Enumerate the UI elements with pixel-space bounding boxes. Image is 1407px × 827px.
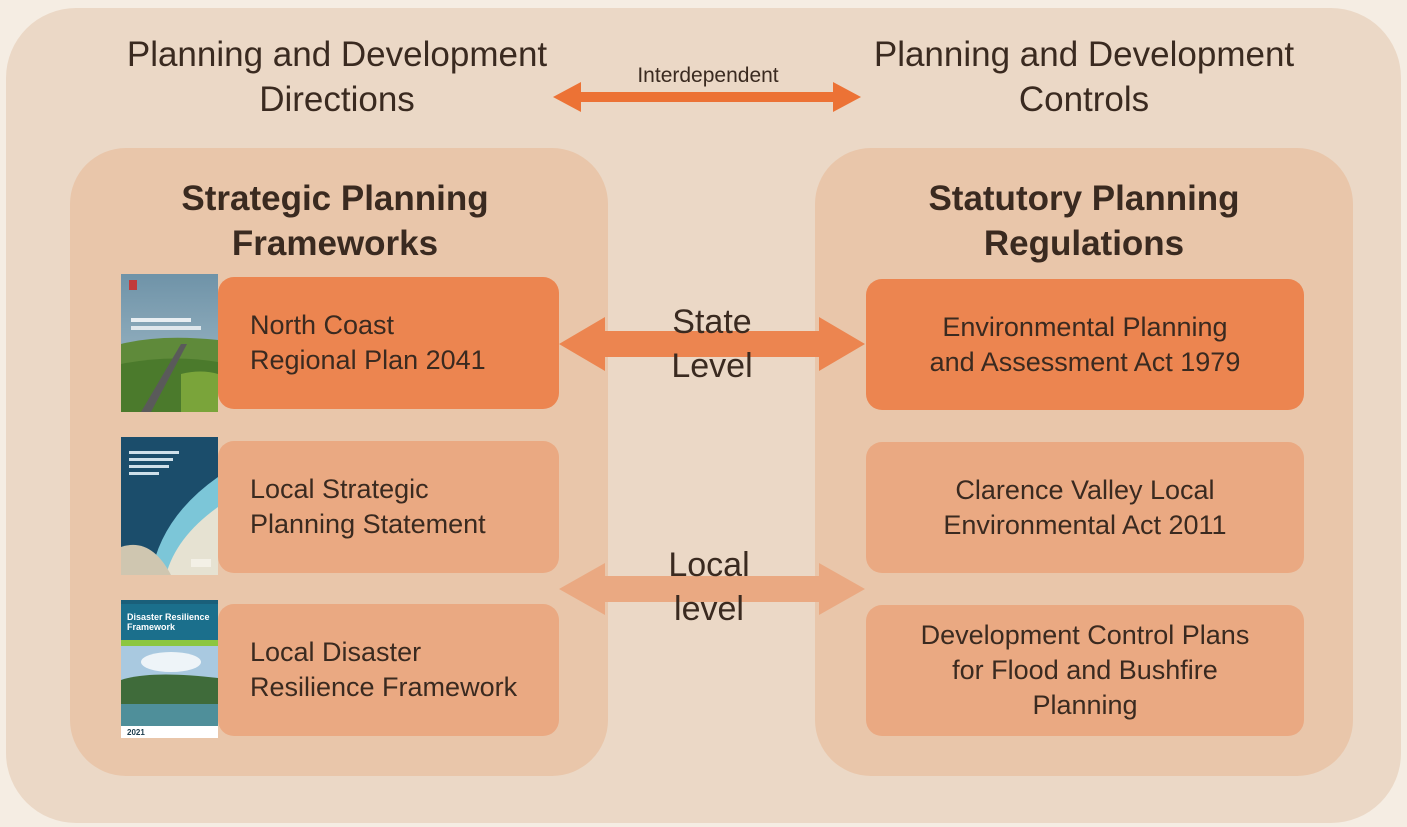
local-level-label: Local level xyxy=(668,546,750,628)
north-coast-plan-cover-icon xyxy=(121,274,218,412)
clarence-valley-lep-box: Clarence Valley Local Environmental Act … xyxy=(866,442,1304,573)
disaster-resilience-cover-icon: Disaster Resilience Framework 2021 xyxy=(121,600,218,738)
lsps-cover-icon xyxy=(121,437,218,575)
header-controls: Planning and Development Controls xyxy=(873,35,1295,119)
development-control-plans-box: Development Control Plans for Flood and … xyxy=(866,605,1304,736)
statutory-planning-title: Statutory Planning Regulations xyxy=(928,179,1240,263)
lsps-box: Local Strategic Planning Statement xyxy=(218,441,559,573)
ep-a-act-box: Environmental Planning and Assessment Ac… xyxy=(866,279,1304,410)
north-coast-plan-box: North Coast Regional Plan 2041 xyxy=(218,277,559,409)
interdependent-arrow-icon xyxy=(553,82,861,112)
state-level-label: State Level xyxy=(671,303,753,385)
interdependent-label: Interdependent xyxy=(637,64,779,87)
local-level-arrow-icon xyxy=(559,563,865,615)
strategic-planning-title: Strategic Planning Frameworks xyxy=(181,179,489,263)
state-level-arrow-icon xyxy=(559,317,865,371)
header-directions: Planning and Development Directions xyxy=(126,35,548,119)
cover-year: 2021 xyxy=(127,728,145,737)
svg-text:Disaster Resilience Framew: Disaster Resilience Framework xyxy=(127,612,212,632)
disaster-resilience-box: Local Disaster Resilience Framework xyxy=(218,604,559,736)
